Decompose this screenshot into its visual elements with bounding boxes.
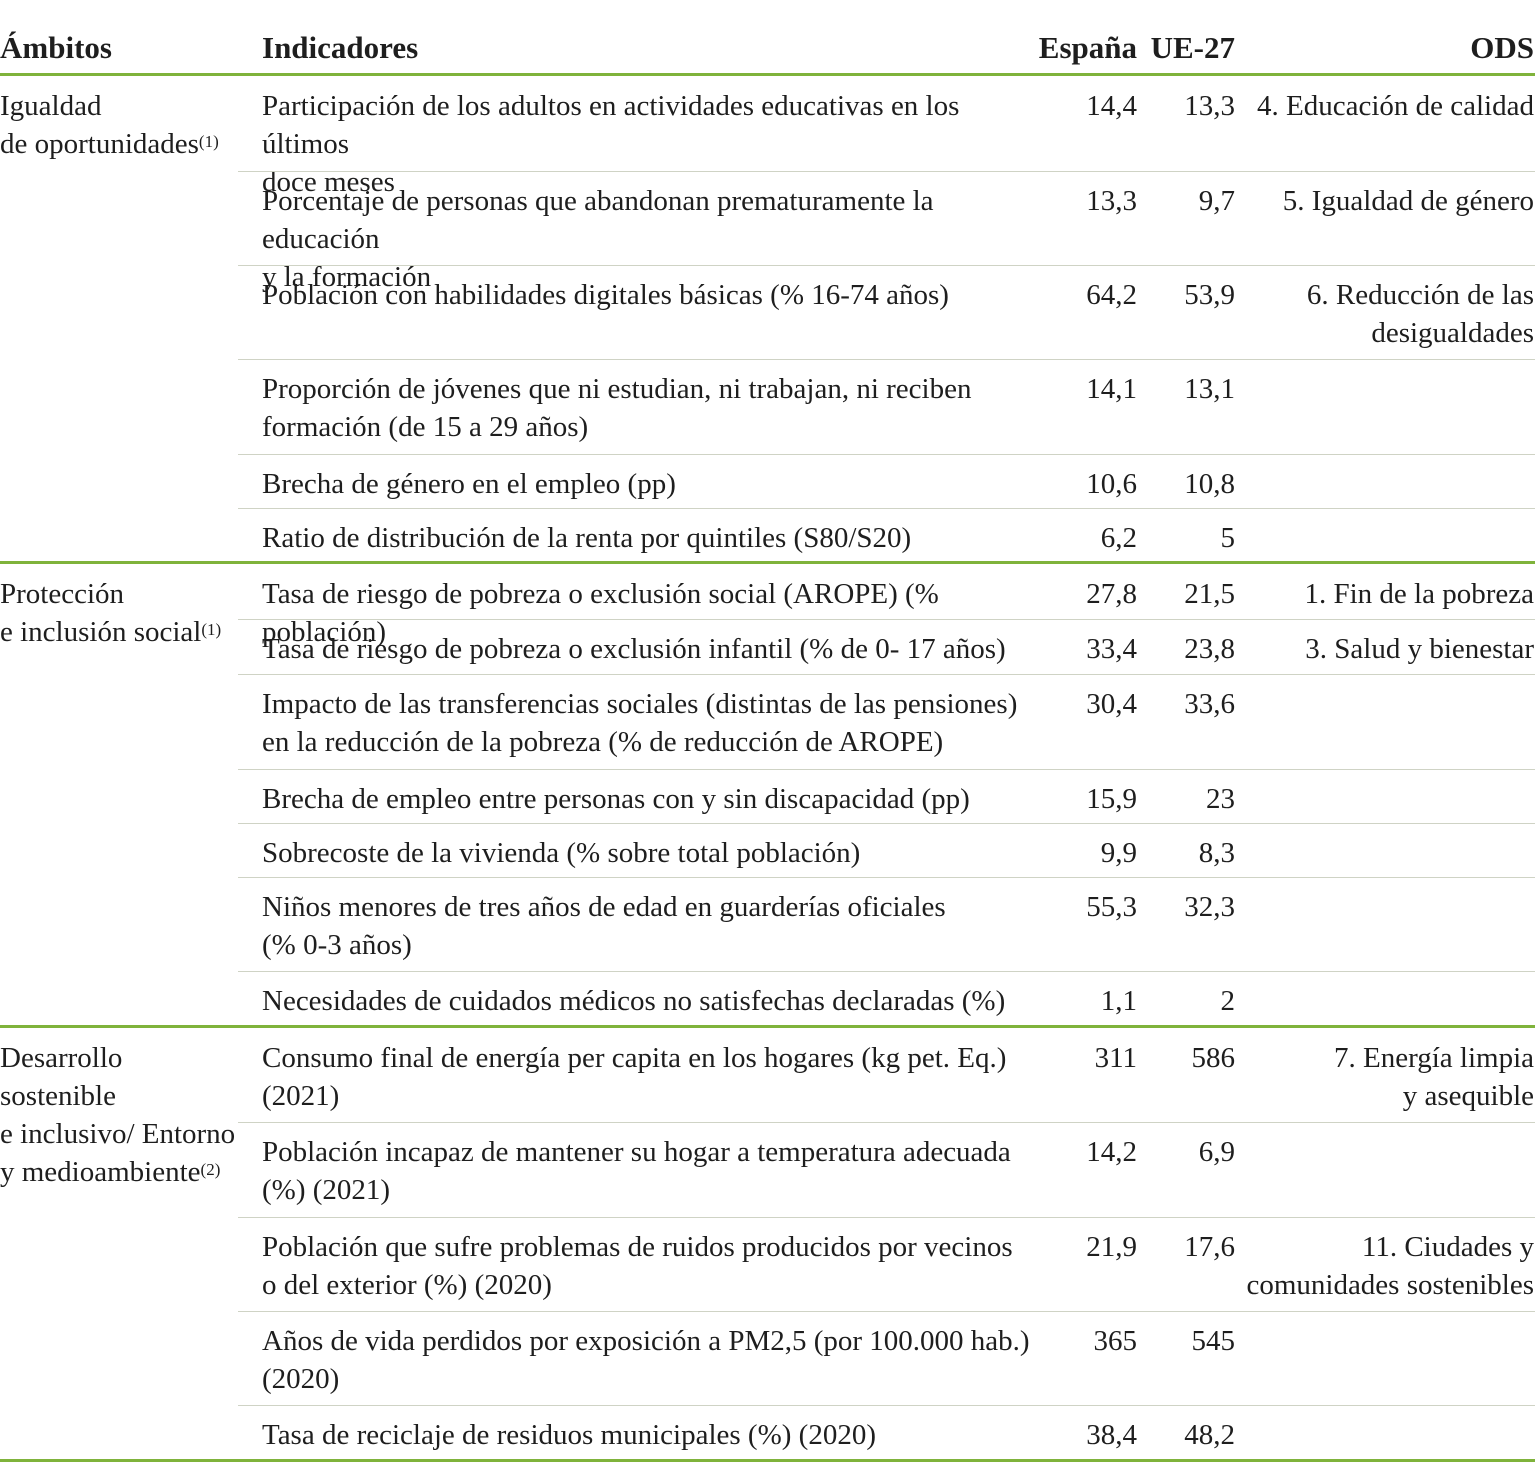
ue27-value: 586	[1191, 1042, 1236, 1074]
espana-value: 6,2	[1100, 522, 1137, 554]
indicador-cell: Necesidades de cuidados médicos no satis…	[262, 985, 1006, 1017]
indicador-cell: Años de vida perdidos por exposición a P…	[262, 1325, 1030, 1395]
header-ue27: UE-27	[1150, 30, 1235, 65]
ue27-value: 10,8	[1184, 468, 1235, 500]
indicador-cell: Consumo final de energía per capita en l…	[262, 1042, 1007, 1112]
row-divider	[238, 619, 1535, 620]
espana-value: 27,8	[1086, 578, 1137, 610]
ambito-text: Igualdad de oportunidades	[0, 90, 199, 160]
ue27-value: 6,9	[1198, 1136, 1235, 1168]
ue27-value: 13,3	[1184, 90, 1235, 122]
row-divider	[238, 769, 1535, 770]
ods-cell: 7. Energía limpia y asequible	[1334, 1042, 1534, 1112]
ods-cell: 4. Educación de calidad	[1257, 90, 1534, 122]
indicador-cell: Porcentaje de personas que abandonan pre…	[262, 185, 934, 293]
row-divider	[238, 674, 1535, 675]
espana-value: 1,1	[1100, 985, 1137, 1017]
ue27-value: 17,6	[1184, 1231, 1235, 1263]
indicador-cell: Brecha de género en el empleo (pp)	[262, 468, 676, 500]
ue27-value: 9,7	[1198, 185, 1235, 217]
indicador-cell: Tasa de reciclaje de residuos municipale…	[262, 1419, 876, 1451]
ue27-value: 8,3	[1198, 837, 1235, 869]
table-header: Ámbitos Indicadores España UE-27 ODS	[0, 0, 1535, 72]
ue27-value: 21,5	[1184, 578, 1235, 610]
indicador-cell: Población que sufre problemas de ruidos …	[262, 1231, 1013, 1301]
espana-value: 38,4	[1086, 1419, 1137, 1451]
row-divider	[238, 265, 1535, 266]
espana-value: 9,9	[1100, 837, 1137, 869]
espana-value: 13,3	[1086, 185, 1137, 217]
ambito-label: Desarrollo sostenible e inclusivo/ Entor…	[0, 1039, 236, 1191]
espana-value: 64,2	[1086, 279, 1137, 311]
indicador-cell: Impacto de las transferencias sociales (…	[262, 688, 1018, 758]
indicador-cell: Brecha de empleo entre personas con y si…	[262, 783, 970, 815]
row-divider	[238, 1311, 1535, 1312]
ue27-value: 545	[1191, 1325, 1236, 1357]
espana-value: 14,1	[1086, 373, 1137, 405]
indicador-cell: Proporción de jóvenes que ni estudian, n…	[262, 373, 972, 443]
row-divider	[238, 454, 1535, 455]
ue27-value: 5	[1220, 522, 1236, 554]
indicador-cell: Niños menores de tres años de edad en gu…	[262, 891, 946, 961]
group-rule	[0, 1459, 1535, 1462]
espana-value: 365	[1093, 1325, 1138, 1357]
ue27-value: 2	[1220, 985, 1236, 1017]
footnote-marker: (2)	[200, 1160, 221, 1179]
espana-value: 14,2	[1086, 1136, 1137, 1168]
row-divider	[238, 171, 1535, 172]
footnote-marker: (1)	[201, 620, 222, 639]
ambito-text: Protección e inclusión social	[0, 578, 202, 648]
ue27-value: 13,1	[1184, 373, 1235, 405]
indicador-cell: Población con habilidades digitales bási…	[262, 279, 949, 311]
espana-value: 21,9	[1086, 1231, 1137, 1263]
espana-value: 30,4	[1086, 688, 1137, 720]
ambito-text: Desarrollo sostenible e inclusivo/ Entor…	[0, 1042, 236, 1188]
espana-value: 33,4	[1086, 633, 1137, 665]
indicador-cell: Población incapaz de mantener su hogar a…	[262, 1136, 1011, 1206]
ods-cell: 3. Salud y bienestar	[1305, 633, 1534, 665]
ue27-value: 33,6	[1184, 688, 1235, 720]
group-rule	[0, 1025, 1535, 1028]
row-divider	[238, 508, 1535, 509]
footnote-marker: (1)	[198, 132, 219, 151]
header-rule	[0, 73, 1535, 76]
indicador-cell: Tasa de riesgo de pobreza o exclusión in…	[262, 633, 1006, 665]
ambito-label: Igualdad de oportunidades(1)	[0, 87, 236, 163]
header-indicadores: Indicadores	[262, 30, 419, 65]
header-ods: ODS	[1470, 30, 1534, 65]
header-espana: España	[1038, 30, 1137, 65]
ue27-value: 23	[1206, 783, 1235, 815]
ue27-value: 32,3	[1184, 891, 1235, 923]
ue27-value: 48,2	[1184, 1419, 1235, 1451]
header-ambitos: Ámbitos	[0, 30, 112, 65]
row-divider	[238, 823, 1535, 824]
ods-cell: 11. Ciudades y comunidades sostenibles	[1246, 1231, 1534, 1301]
row-divider	[238, 877, 1535, 878]
espana-value: 14,4	[1086, 90, 1137, 122]
row-divider	[238, 1217, 1535, 1218]
indicador-cell: Tasa de riesgo de pobreza o exclusión so…	[262, 578, 939, 648]
espana-value: 15,9	[1086, 783, 1137, 815]
ue27-value: 53,9	[1184, 279, 1235, 311]
row-divider	[238, 1405, 1535, 1406]
indicador-cell: Sobrecoste de la vivienda (% sobre total…	[262, 837, 861, 869]
row-divider	[238, 359, 1535, 360]
row-divider	[238, 971, 1535, 972]
indicador-cell: Ratio de distribución de la renta por qu…	[262, 522, 912, 554]
ods-cell: 5. Igualdad de género	[1282, 185, 1534, 217]
ambito-label: Protección e inclusión social(1)	[0, 575, 236, 651]
ue27-value: 23,8	[1184, 633, 1235, 665]
ods-cell: 6. Reducción de las desigualdades	[1306, 279, 1534, 349]
espana-value: 10,6	[1086, 468, 1137, 500]
ods-cell: 1. Fin de la pobreza	[1304, 578, 1534, 610]
group-rule	[0, 561, 1535, 564]
row-divider	[238, 1122, 1535, 1123]
espana-value: 311	[1094, 1042, 1137, 1074]
espana-value: 55,3	[1086, 891, 1137, 923]
